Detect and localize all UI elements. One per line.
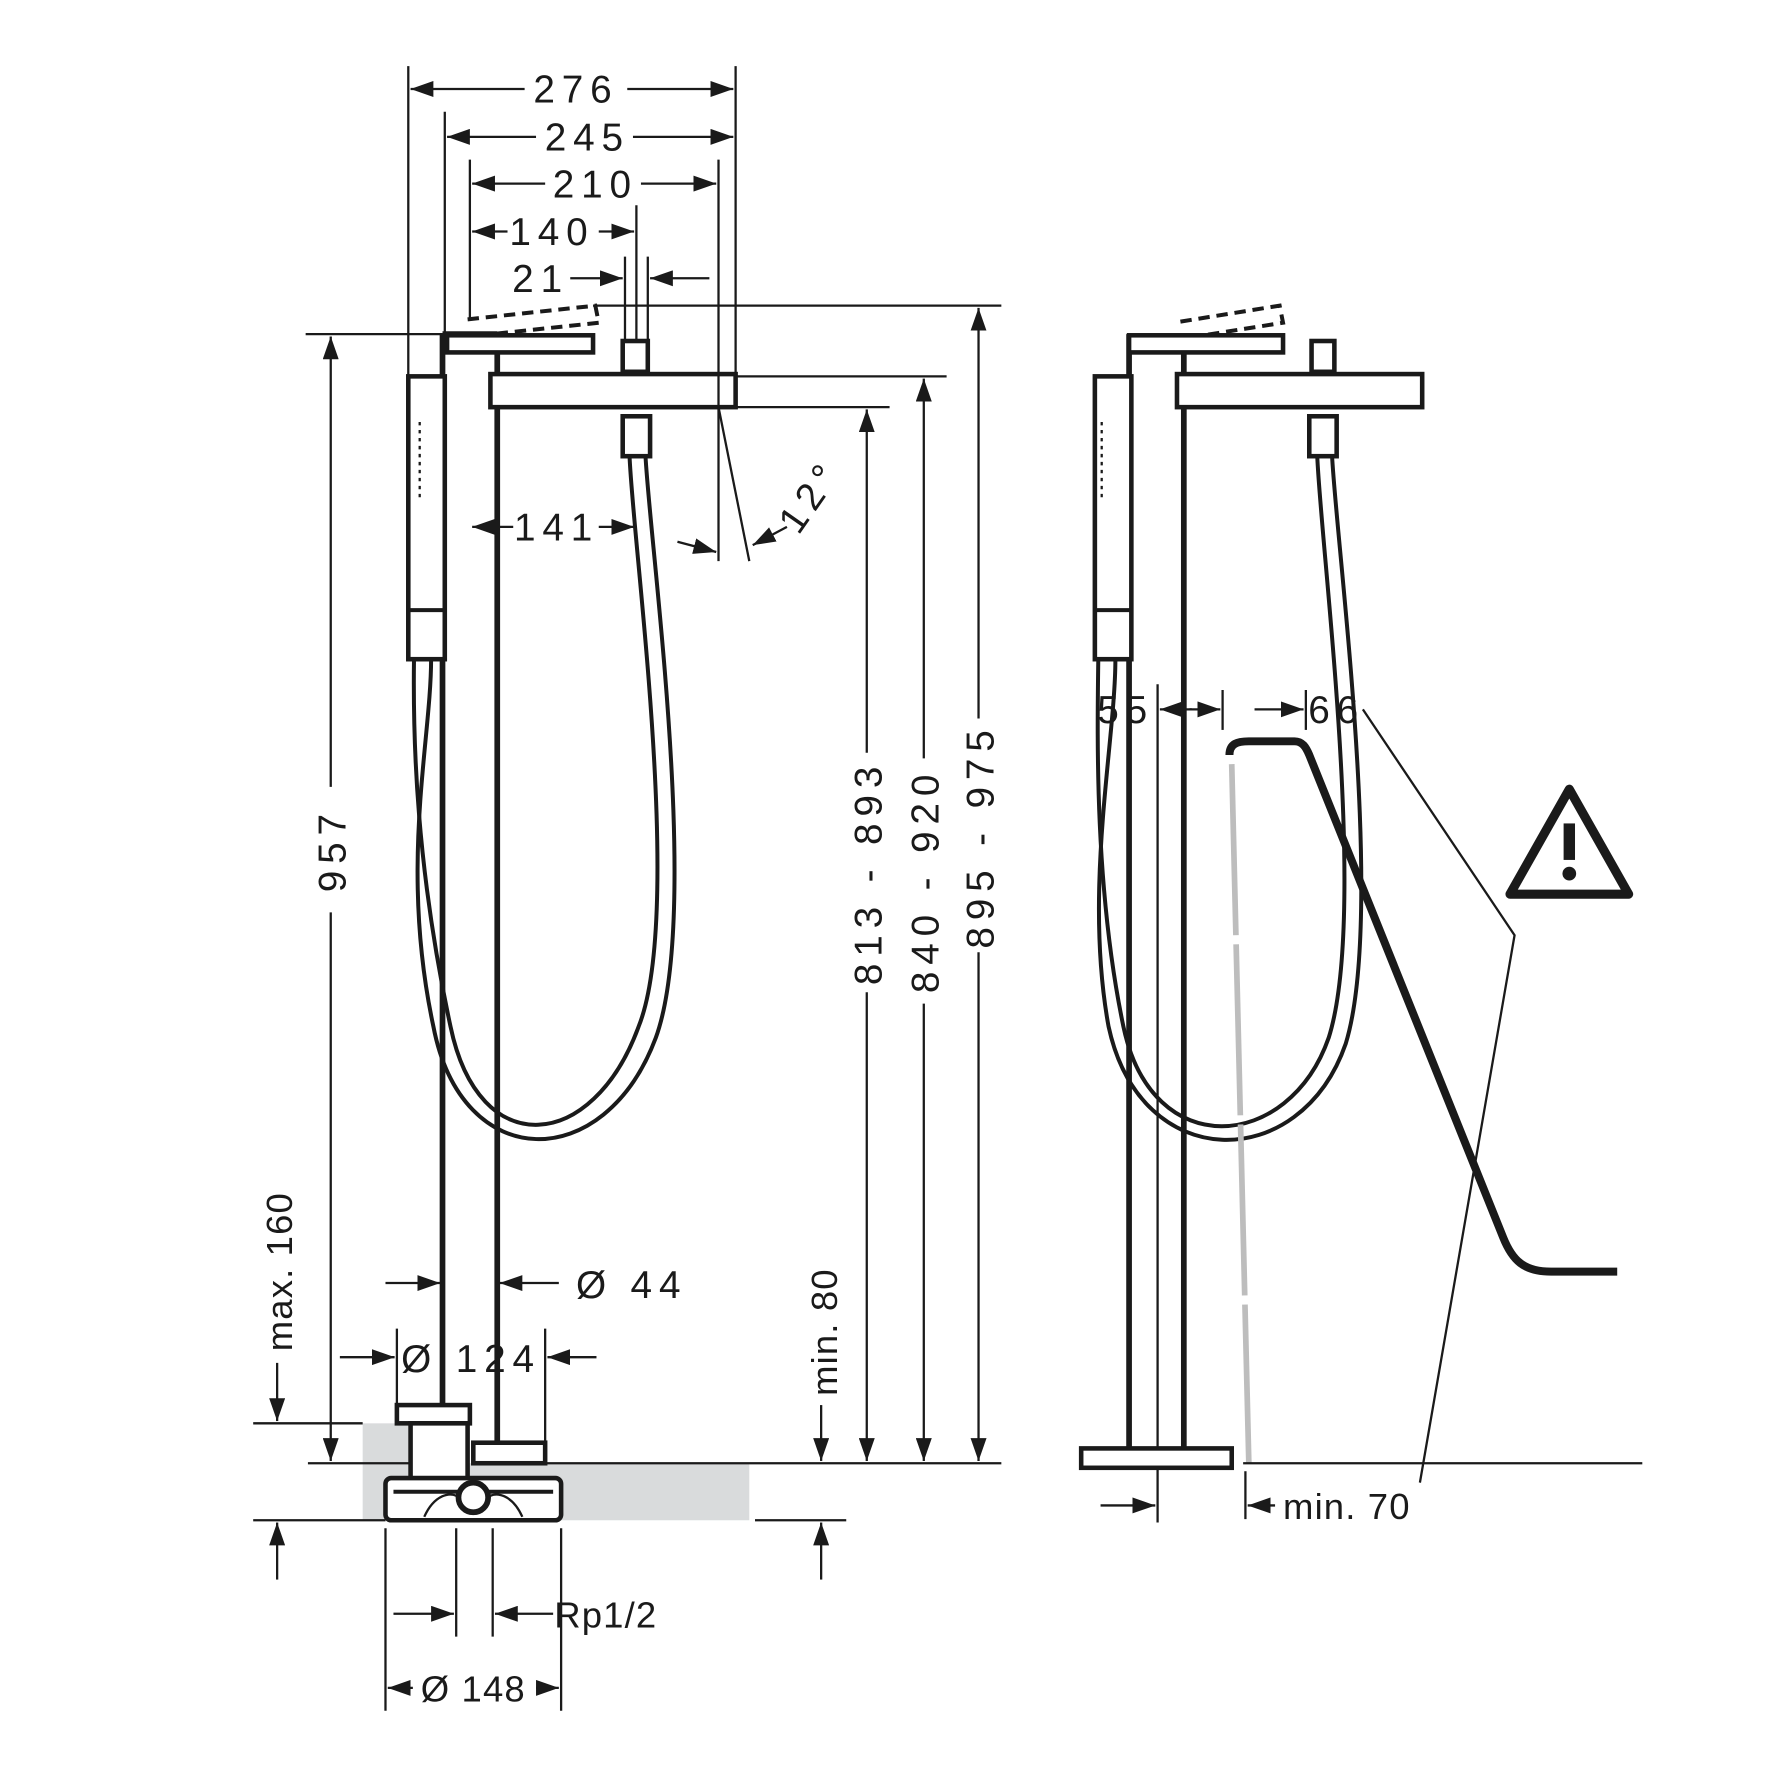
hose-connector: [1306, 413, 1339, 459]
hose-connector: [620, 413, 653, 459]
hose: [411, 456, 660, 1127]
side-view: 55 66 min. 70: [1078, 303, 1643, 1527]
dim-diameter-124: Ø 124: [401, 1338, 541, 1381]
dim-140: 140: [509, 211, 594, 254]
bathtub-rim: [1225, 737, 1618, 1276]
dim-813-893: 813 - 893: [848, 760, 891, 985]
dim-210: 210: [553, 163, 638, 206]
dim-957: 957: [312, 807, 355, 892]
dim-diameter-148: Ø 148: [421, 1669, 526, 1710]
dim-rp-1-2: Rp1/2: [554, 1594, 657, 1635]
warning-triangle-icon: [1505, 784, 1634, 899]
dim-angle-12: 12°: [770, 452, 851, 542]
dim-min-80: min. 80: [804, 1268, 845, 1396]
diverter-knob: [620, 338, 651, 375]
lever: [1126, 333, 1286, 355]
dim-895-975: 895 - 975: [959, 723, 1002, 948]
hose: [1095, 456, 1347, 1129]
dim-141: 141: [514, 507, 599, 550]
diverter-knob: [1309, 338, 1337, 375]
dim-max-160: max. 160: [259, 1192, 300, 1351]
lever-raised: [467, 303, 602, 339]
dim-276: 276: [533, 69, 618, 112]
dim-55: 55: [1097, 689, 1154, 732]
tub-wall-reference: [1228, 764, 1252, 1464]
dim-245: 245: [545, 117, 630, 160]
dim-840-920: 840 - 920: [905, 768, 948, 993]
dim-diameter-44: Ø 44: [576, 1264, 687, 1307]
lever-raised: [1180, 303, 1286, 341]
dim-min-70: min. 70: [1283, 1486, 1411, 1527]
dim-21: 21: [512, 258, 569, 301]
dim-66: 66: [1308, 689, 1365, 732]
connection-port: [455, 1479, 491, 1516]
base-plate: [1078, 1446, 1235, 1471]
spout: [1174, 371, 1425, 410]
lever: [444, 333, 596, 355]
front-view: 276 245 210 140 21 141 12° 957 813: [253, 66, 1002, 1711]
hand-shower: [406, 374, 448, 662]
hand-shower: [1092, 374, 1134, 662]
spout: [488, 371, 738, 410]
